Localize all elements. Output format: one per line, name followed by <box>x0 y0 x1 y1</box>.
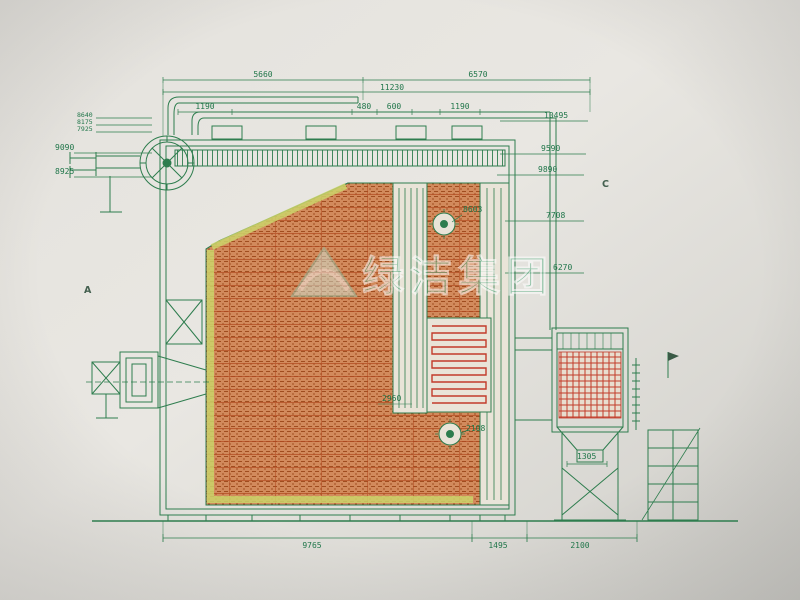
dim-top-total: 11230 <box>380 83 404 92</box>
dim-row3-c: 600 <box>387 102 402 111</box>
boiler-linework <box>69 96 738 522</box>
dim-left-3: 7925 <box>77 125 93 133</box>
central-gas-pass <box>392 182 428 414</box>
dim-top-right: 6570 <box>468 70 487 79</box>
stair-tower <box>641 427 701 521</box>
section-letter-a: A <box>84 285 92 296</box>
manhole-lower <box>435 419 465 449</box>
dim-left-2: 8175 <box>77 118 93 126</box>
steam-piping <box>167 96 557 330</box>
dim-row3-d: 1190 <box>450 102 469 111</box>
fan-cyclone <box>139 135 195 191</box>
economizer-tube-bank <box>558 351 622 419</box>
dim-mid-1: 8603 <box>463 205 482 214</box>
flag-marker <box>667 352 679 378</box>
boiler-casing-outer <box>159 139 516 516</box>
section-letter-c: C <box>602 179 609 190</box>
burner-assembly <box>86 351 212 419</box>
tube-row-band <box>174 149 506 167</box>
dim-left-5: 8925 <box>55 167 74 176</box>
waterwall-slant-band <box>210 183 348 250</box>
roof-headers <box>211 125 483 140</box>
fan-support <box>69 152 140 213</box>
dimension-lines <box>74 77 638 542</box>
superheater-coil <box>426 317 492 413</box>
dim-left-1: 8640 <box>77 111 93 119</box>
connecting-ducts <box>515 337 552 421</box>
dim-bottom-3: 2100 <box>570 541 589 550</box>
dim-row3-b: 480 <box>357 102 372 111</box>
manhole-upper <box>429 209 459 239</box>
dim-mid-3: 2108 <box>466 424 485 433</box>
base-legs <box>167 515 506 521</box>
dim-right-3: 9890 <box>538 165 557 174</box>
waterwall-bands <box>207 250 473 503</box>
dim-low-right: 1305 <box>577 452 596 461</box>
ladder <box>632 358 640 430</box>
dimension-labels: 5660 6570 11230 1190 480 600 1190 10495 … <box>55 70 609 550</box>
dim-left-4: 9090 <box>55 143 74 152</box>
dim-top-left: 5660 <box>253 70 272 79</box>
coil-serpentine <box>431 325 487 404</box>
dim-right-4: 7708 <box>546 211 565 220</box>
watermark-text: 绿洁集团 <box>362 252 554 301</box>
watermark-logo <box>290 246 358 297</box>
left-wall-brace <box>165 299 203 345</box>
dim-bottom-1: 9765 <box>302 541 321 550</box>
dim-right-2: 9590 <box>541 144 560 153</box>
watermark: 绿洁集团 <box>290 246 554 301</box>
economizer-unit <box>551 327 629 521</box>
dim-row3-a: 1190 <box>195 102 214 111</box>
dim-right-1: 10495 <box>544 111 568 120</box>
dim-bottom-2: 1495 <box>488 541 507 550</box>
dim-mid-2: 2960 <box>382 394 401 403</box>
dim-right-5: 6270 <box>553 263 572 272</box>
